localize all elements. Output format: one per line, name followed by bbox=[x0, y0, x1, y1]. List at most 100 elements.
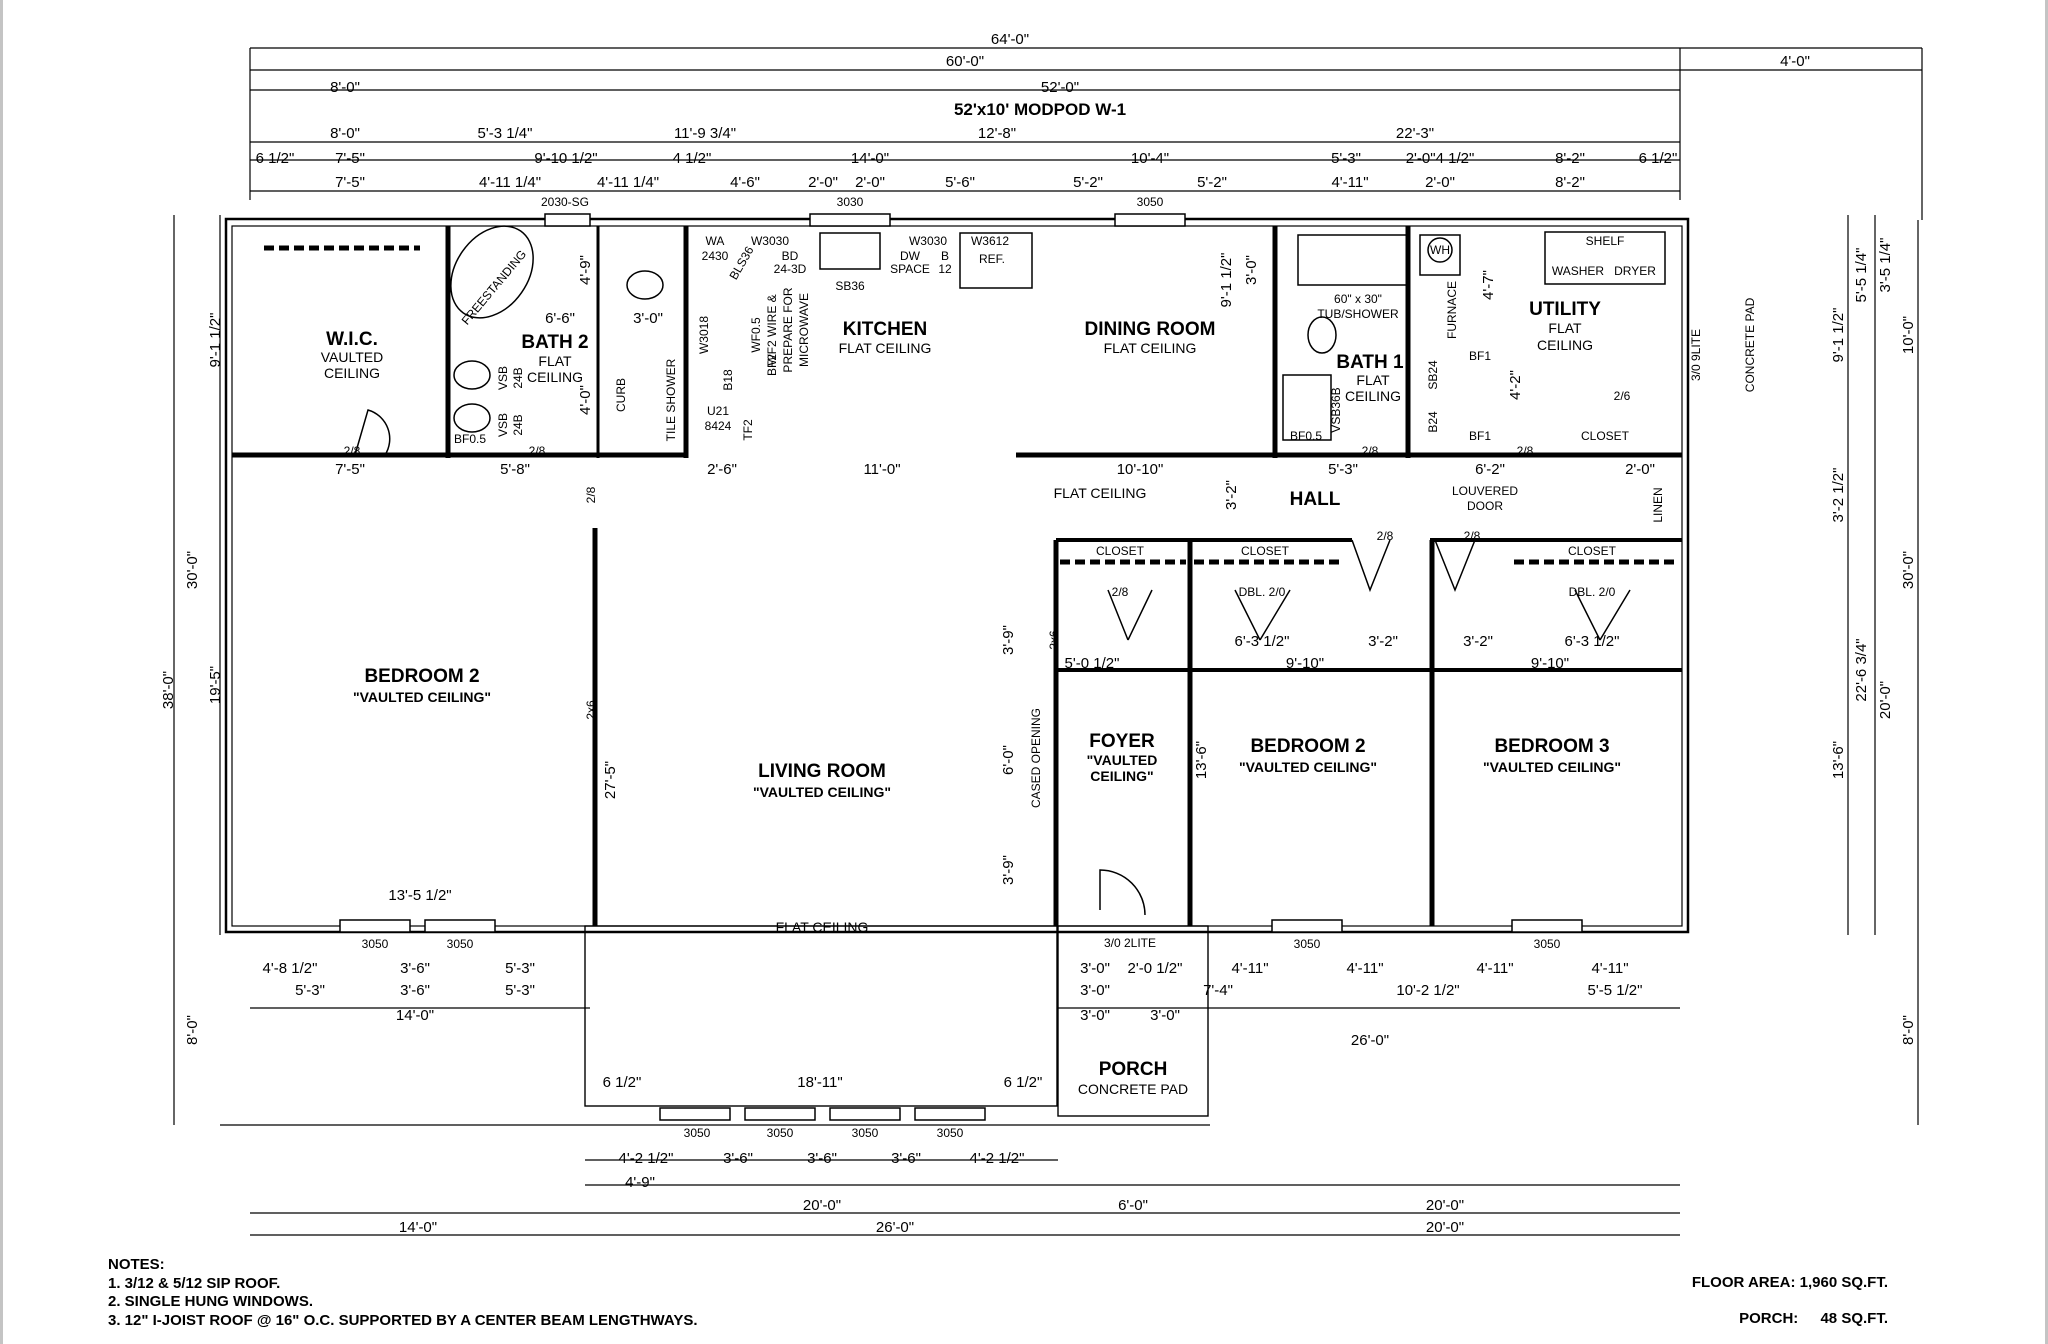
room-bath1-sub2: CEILING bbox=[1345, 388, 1401, 404]
wa-label: WA bbox=[706, 234, 725, 248]
dim-4212: 4'-2 1/2" bbox=[619, 1150, 674, 1167]
window-3050-b2: 3050 bbox=[1294, 937, 1321, 951]
room-wic-sub2: CEILING bbox=[324, 365, 380, 381]
wa-size-label: 2430 bbox=[702, 249, 729, 263]
lite2-label: 3/0 2LITE bbox=[1104, 936, 1156, 950]
b12b-label: 12 bbox=[938, 262, 952, 276]
dim-5012: 5'-0 1/2" bbox=[1065, 655, 1120, 672]
w3030-label: W3030 bbox=[751, 234, 789, 248]
dim-8c: 8'-0" bbox=[184, 1015, 201, 1045]
dim-275: 27'-5" bbox=[602, 761, 619, 799]
dim-53b: 5'-3" bbox=[1328, 461, 1358, 478]
dimension-lines bbox=[173, 47, 1923, 1236]
dim-9112: 9'-1 1/2" bbox=[207, 313, 224, 368]
dim-66: 6'-6" bbox=[545, 310, 575, 327]
dim-53c: 5'-3" bbox=[505, 960, 535, 977]
dim-53: 5'-3" bbox=[1331, 150, 1361, 167]
dim-39: 3'-9" bbox=[1000, 625, 1017, 655]
dim-6312: 6'-3 1/2" bbox=[1235, 633, 1290, 650]
dim-6312b: 6'-3 1/2" bbox=[1565, 633, 1620, 650]
room-bath1: BATH 1 bbox=[1336, 352, 1404, 373]
dim-411c: 4'-11" bbox=[1346, 960, 1383, 977]
room-bath2-sub2: CEILING bbox=[527, 369, 583, 385]
dim-13512: 13'-5 1/2" bbox=[388, 887, 451, 904]
dim-8d: 8'-0" bbox=[1900, 1015, 1917, 1045]
sink-label: SB36 bbox=[835, 279, 865, 293]
tile-shower-label: TILE SHOWER bbox=[664, 358, 678, 441]
bd-size-label: 24-3D bbox=[774, 262, 807, 276]
door-wic: 2/8 bbox=[344, 444, 361, 458]
w3018-label: W3018 bbox=[697, 316, 711, 354]
room-foyer-sub1: "VAULTED bbox=[1087, 752, 1158, 768]
note-item: 2. SINGLE HUNG WINDOWS. bbox=[108, 1293, 314, 1310]
dim-5314: 5'-3 1/4" bbox=[478, 125, 533, 142]
window-3050-bl2: 3050 bbox=[447, 937, 474, 951]
vsb-label-1: VSB bbox=[496, 366, 510, 390]
dim-42: 4'-2" bbox=[1507, 370, 1524, 400]
closet-label-1: CLOSET bbox=[1096, 544, 1145, 558]
dim-5512: 5'-5 1/2" bbox=[1588, 982, 1643, 999]
closet-label-2: CLOSET bbox=[1241, 544, 1290, 558]
dim-75: 7'-5" bbox=[335, 150, 365, 167]
dim-3212: 3'-2 1/2" bbox=[1830, 468, 1847, 523]
dim-411e: 4'-11" bbox=[1591, 960, 1628, 977]
dim-612b: 6 1/2" bbox=[1639, 150, 1678, 167]
dim-910: 9'-10" bbox=[1286, 655, 1324, 672]
dim-52c: 5'-2" bbox=[1197, 174, 1227, 191]
right-page-edge bbox=[2045, 0, 2048, 1344]
closet-label-4: CLOSET bbox=[1581, 429, 1630, 443]
dim-porch-4: 4'-0" bbox=[1780, 53, 1810, 70]
porch-area-value: 48 SQ.FT. bbox=[1820, 1310, 1888, 1327]
washer-label: WASHER bbox=[1552, 264, 1605, 278]
b12-label: B bbox=[941, 249, 949, 263]
dim-82b: 8'-2" bbox=[1555, 174, 1585, 191]
door-bedroom2-left: 2/8 bbox=[584, 486, 598, 503]
door-utility-closet: 2/6 bbox=[1614, 389, 1631, 403]
porch-area-label: PORCH: bbox=[1739, 1310, 1799, 1327]
room-dining: DINING ROOM bbox=[1085, 319, 1216, 340]
window-2030sg: 2030-SG bbox=[541, 195, 589, 209]
room-living-flat: FLAT CEILING bbox=[776, 919, 869, 935]
dim-8: 8'-0" bbox=[330, 79, 360, 96]
vsb-label-2: VSB bbox=[496, 413, 510, 437]
dim-41114: 4'-11 1/4" bbox=[479, 174, 541, 191]
room-bath2-sub1: FLAT bbox=[538, 353, 572, 369]
dim-41114b: 4'-11 1/4" bbox=[597, 174, 659, 191]
dim-104: 10'-4" bbox=[1131, 150, 1169, 167]
room-kitchen: KITCHEN bbox=[843, 319, 927, 340]
dim-9112c: 9'-1 1/2" bbox=[1218, 253, 1235, 308]
door-foyer-closet: 2/8 bbox=[1112, 585, 1129, 599]
vsb36b-label: VSB36B bbox=[1329, 387, 1343, 432]
dim-411d: 4'-11" bbox=[1476, 960, 1513, 977]
dim-140: 14'-0" bbox=[851, 150, 889, 167]
dim-412: 4 1/2" bbox=[673, 150, 712, 167]
dim-3514: 3'-5 1/4" bbox=[1877, 238, 1894, 293]
bf05-label-2: BF0.5 bbox=[1290, 429, 1322, 443]
note-item: 3. 12" I-JOIST ROOF @ 16" O.C. SUPPORTED… bbox=[108, 1311, 698, 1329]
window-3030: 3030 bbox=[837, 195, 864, 209]
dim-612d: 6 1/2" bbox=[1004, 1074, 1043, 1091]
dim-40v: 4'-0" bbox=[577, 385, 594, 415]
dim-75b: 7'-5" bbox=[335, 174, 365, 191]
room-wic-sub1: VAULTED bbox=[321, 349, 384, 365]
dim-30c: 3'-0" bbox=[1080, 982, 1110, 999]
dim-60c: 6'-0" bbox=[1000, 745, 1017, 775]
water-heater-label: WH bbox=[1430, 243, 1450, 257]
b24-label: B24 bbox=[1426, 411, 1440, 433]
room-bath1-sub1: FLAT bbox=[1356, 372, 1390, 388]
note-item: 1. 3/12 & 5/12 SIP ROOF. bbox=[108, 1274, 281, 1292]
w3030b-label: W3030 bbox=[909, 234, 947, 248]
room-porch: PORCH bbox=[1099, 1059, 1168, 1080]
dim-47: 4'-7" bbox=[1480, 270, 1497, 300]
room-living: LIVING ROOM bbox=[758, 761, 886, 782]
louvered-door-label: DOOR bbox=[1467, 499, 1503, 513]
wall-2x6-label-2: 2x6 bbox=[1047, 630, 1061, 650]
closet-label-3: CLOSET bbox=[1568, 544, 1617, 558]
room-porch-sub: CONCRETE PAD bbox=[1078, 1081, 1188, 1097]
dim-411: 4'-11" bbox=[1331, 174, 1368, 191]
floor-area-summary: FLOOR AREA: 1,960 SQ.FT. bbox=[1692, 1274, 1888, 1291]
dim-2024: 2'-0"4 1/2" bbox=[1406, 150, 1475, 167]
window-3050-b3: 3050 bbox=[1534, 937, 1561, 951]
room-living-sub: "VAULTED CEILING" bbox=[753, 784, 891, 800]
room-foyer-sub2: CEILING" bbox=[1090, 768, 1153, 784]
